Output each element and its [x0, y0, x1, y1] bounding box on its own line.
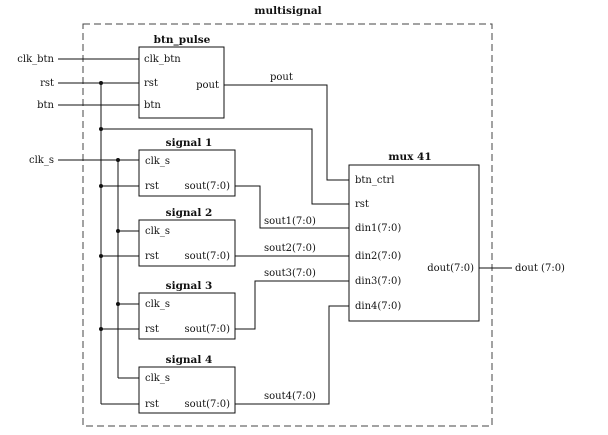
signal-2-port-out: sout(7:0): [184, 251, 230, 262]
mux41-title: mux 41: [388, 151, 431, 163]
wires: [58, 58, 512, 405]
signal-1-box: [138, 149, 236, 197]
signal-4-title: signal 4: [166, 354, 213, 366]
junction-dot: [116, 158, 120, 162]
signal-2-port-clk: clk_s: [145, 226, 170, 237]
input-btn-label: btn: [37, 100, 54, 111]
multisignal-title: multisignal: [254, 5, 321, 17]
wire-pout: [224, 84, 349, 181]
wire-sout1: [235, 185, 349, 229]
btn-pulse-port-rst: rst: [144, 78, 158, 89]
input-clk-btn-label: clk_btn: [17, 54, 54, 65]
mux41-block: mux 41 btn_ctrl rst din1(7:0) din2(7:0) …: [348, 151, 480, 322]
btn-pulse-port-clk-btn: clk_btn: [144, 54, 181, 65]
wire-label-pout: pout: [270, 72, 293, 83]
wire-label-sout3: sout3(7:0): [264, 268, 316, 279]
signal-4-block: signal 4 clk_s rst sout(7:0): [138, 354, 236, 414]
junction-dot: [116, 302, 120, 306]
signal-2-title: signal 2: [166, 207, 213, 219]
junction-dot: [99, 327, 103, 331]
wire-rst-to-mux: [101, 128, 349, 205]
signal-1-port-out: sout(7:0): [184, 181, 230, 192]
mux41-port-din1: din1(7:0): [355, 223, 401, 234]
signal-1-port-rst: rst: [145, 181, 159, 192]
btn-pulse-box: [138, 46, 225, 119]
signal-4-box: [138, 366, 236, 414]
wire-label-sout4: sout4(7:0): [264, 391, 316, 402]
input-clk-s-label: clk_s: [29, 155, 54, 166]
junction-dot: [116, 229, 120, 233]
multisignal-boundary: [82, 23, 493, 427]
signal-1-port-clk: clk_s: [145, 156, 170, 167]
signal-1-block: signal 1 clk_s rst sout(7:0): [138, 137, 236, 197]
mux41-port-din2: din2(7:0): [355, 251, 401, 262]
signal-2-port-rst: rst: [145, 251, 159, 262]
wire-sout3: [235, 280, 349, 330]
junction-dots: [99, 81, 120, 331]
signal-3-box: [138, 292, 236, 340]
mux41-port-dout: dout(7:0): [427, 263, 474, 274]
btn-pulse-title: btn_pulse: [154, 34, 211, 47]
junction-dot: [99, 127, 103, 131]
junction-dot: [99, 81, 103, 85]
signal-3-port-rst: rst: [145, 324, 159, 335]
junction-dot: [99, 184, 103, 188]
btn-pulse-port-pout: pout: [196, 80, 219, 91]
mux41-port-din4: din4(7:0): [355, 301, 401, 312]
wire-sout4: [235, 305, 349, 405]
mux41-port-rst: rst: [355, 199, 369, 210]
wire-label-sout2: sout2(7:0): [264, 243, 316, 254]
signal-4-port-rst: rst: [145, 399, 159, 410]
output-dout-label: dout (7:0): [515, 263, 565, 274]
signal-3-port-out: sout(7:0): [184, 324, 230, 335]
signal-3-block: signal 3 clk_s rst sout(7:0): [138, 280, 236, 340]
mux41-box: [348, 164, 480, 322]
signal-3-title: signal 3: [166, 280, 213, 292]
signal-1-title: signal 1: [166, 137, 213, 149]
mux41-port-btn-ctrl: btn_ctrl: [355, 175, 394, 186]
signal-3-port-clk: clk_s: [145, 299, 170, 310]
btn-pulse-port-btn: btn: [144, 100, 161, 111]
signal-2-block: signal 2 clk_s rst sout(7:0): [138, 207, 236, 267]
wire-label-sout1: sout1(7:0): [264, 216, 316, 227]
signal-2-box: [138, 219, 236, 267]
mux41-port-din3: din3(7:0): [355, 276, 401, 287]
input-rst-label: rst: [40, 78, 54, 89]
signal-4-port-out: sout(7:0): [184, 399, 230, 410]
btn-pulse-block: btn_pulse clk_btn rst btn pout: [138, 34, 225, 119]
junction-dot: [99, 254, 103, 258]
signal-4-port-clk: clk_s: [145, 373, 170, 384]
